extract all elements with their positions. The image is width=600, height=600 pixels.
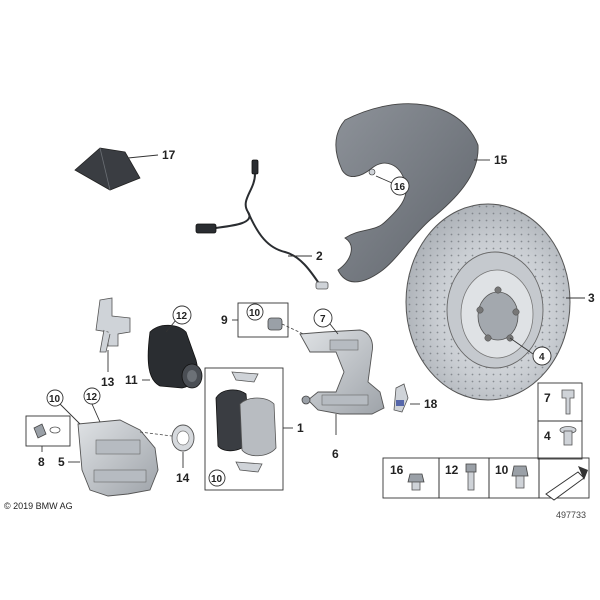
callout-18: 18	[424, 397, 438, 411]
legend-right: 7 4	[537, 382, 583, 460]
legend-label-10: 10	[495, 463, 509, 477]
callout-circle-10-left	[46, 389, 64, 407]
legend-bottom: 16 12 10	[382, 457, 590, 501]
legend-label-16: 16	[390, 463, 404, 477]
callout-2: 2	[316, 249, 323, 263]
wear-sensor-part-2: 2	[195, 159, 329, 290]
callout-13: 13	[101, 375, 115, 389]
callout-10-pad: 10	[211, 474, 223, 485]
callout-circle-10-mid	[246, 303, 264, 321]
clip-part-18: 18	[393, 383, 438, 413]
brake-disc-part-3: 3 4	[405, 203, 595, 401]
callout-6: 6	[332, 447, 339, 461]
callout-10-left: 10	[49, 394, 61, 405]
callout-16: 16	[394, 182, 406, 193]
callout-9: 9	[221, 313, 228, 327]
caliper-carrier-part-6: 7 6	[299, 308, 385, 461]
seal-ring-part-14: 14	[171, 424, 195, 485]
callout-5: 5	[58, 455, 65, 469]
bracket-part-13: 13	[95, 297, 131, 389]
callout-circle-4	[532, 346, 552, 366]
legend-label-4: 4	[544, 429, 551, 443]
arrow-box	[538, 457, 590, 499]
callout-7: 7	[320, 314, 326, 325]
brake-pad-set-part-1: 1 10	[204, 367, 304, 491]
callout-circle-10-pad	[208, 469, 226, 487]
group-box-1	[204, 367, 284, 491]
protective-cap-part-17: 17	[74, 147, 176, 191]
callout-8: 8	[38, 455, 45, 469]
callout-17: 17	[162, 148, 176, 162]
actuator-part-11: 12 11	[125, 305, 203, 389]
callout-circle-12-top	[172, 305, 192, 325]
callout-1: 1	[297, 421, 304, 435]
callout-circle-7	[313, 308, 333, 328]
brake-shield-part-15: 15 16	[335, 103, 508, 283]
callout-15: 15	[494, 153, 508, 167]
callout-11: 11	[125, 373, 138, 387]
diagram-reference-number: 497733	[556, 510, 586, 520]
arrow-icon	[545, 471, 585, 501]
callout-4: 4	[539, 352, 545, 363]
callout-14: 14	[176, 471, 190, 485]
copyright-text: © 2019 BMW AG	[4, 501, 73, 511]
legend-label-12: 12	[445, 463, 459, 477]
callout-circle-16	[390, 176, 410, 196]
bolt-part-9: 9 10	[221, 302, 313, 339]
callout-12-top: 12	[176, 311, 188, 322]
caliper-housing-part-5: 10 12 5 8	[25, 387, 173, 497]
callout-3: 3	[588, 291, 595, 305]
callout-12-left: 12	[86, 392, 98, 403]
legend-label-7: 7	[544, 391, 551, 405]
group-box-8	[25, 415, 71, 447]
callout-10-mid: 10	[249, 308, 261, 319]
